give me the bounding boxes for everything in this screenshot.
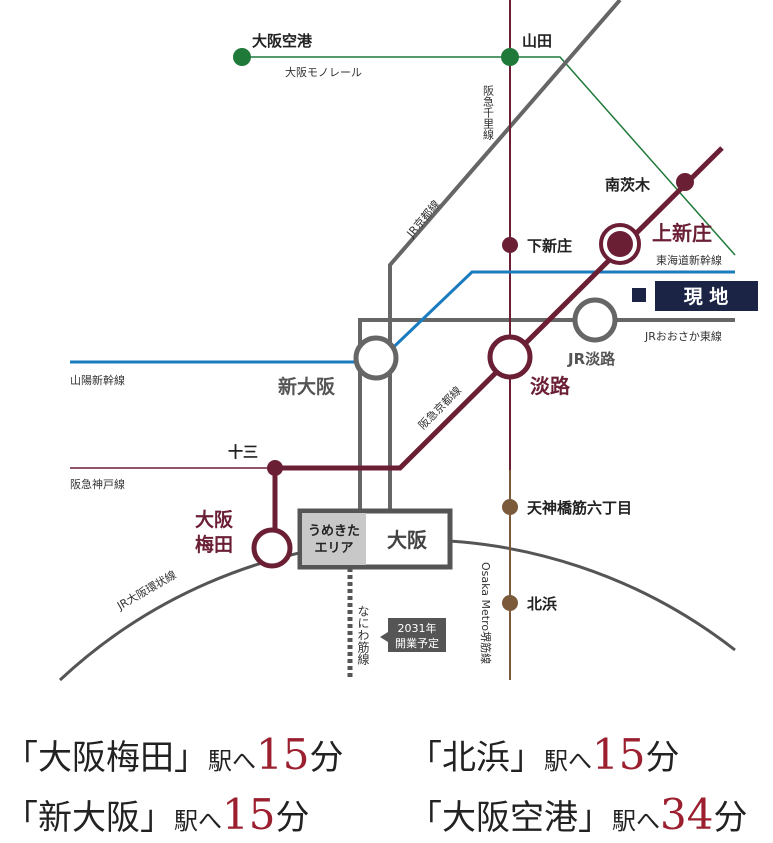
- access-shin-osaka: 「新大阪」駅へ15分: [4, 790, 310, 839]
- station-osaka-airport: 大阪空港: [252, 32, 313, 50]
- station-shin-osaka-dot[interactable]: [353, 335, 399, 381]
- tokaido-label: 東海道新幹線: [656, 253, 722, 267]
- station-jr-awaji-dot[interactable]: [572, 297, 618, 343]
- jr-kyoto-label: JR京都線: [403, 197, 443, 240]
- jr-osaka-higashi-line: [358, 318, 735, 512]
- station-minami-ibaraki-dot[interactable]: [676, 173, 694, 191]
- station-kamishinjo: 上新庄: [652, 221, 712, 245]
- station-osaka-box[interactable]: うめきた エリア 大阪: [297, 508, 453, 570]
- umekita-label-2: エリア: [314, 541, 353, 556]
- access-kitahama: 「北浜」駅へ15分: [408, 730, 680, 779]
- station-shin-osaka: 新大阪: [278, 375, 336, 398]
- naniwa-note: 2031年 開業予定: [380, 618, 446, 652]
- station-kitahama-dot[interactable]: [502, 595, 518, 611]
- station-osaka-airport-dot[interactable]: [233, 48, 251, 66]
- naniwa-label: なにわ筋線: [356, 605, 370, 665]
- jr-kyoto-line: [388, 0, 622, 512]
- station-juso: 十三: [228, 443, 258, 461]
- station-shimoshinjo: 下新庄: [527, 237, 572, 255]
- station-awaji: 淡路: [530, 374, 571, 398]
- site-marker-icon: [632, 288, 646, 302]
- route-map: JR大阪環状線 大阪モノレール JR京都線 JRおおさか東線 阪急千里線 Osa…: [58, 0, 758, 682]
- station-osaka-umeda-2: 梅田: [195, 533, 233, 556]
- svg-text:2031年: 2031年: [398, 621, 437, 635]
- osaka-higashi-label: JRおおさか東線: [644, 329, 722, 343]
- station-shimoshinjo-dot[interactable]: [502, 237, 518, 253]
- sanyo-label: 山陽新幹線: [70, 373, 125, 387]
- site-label-box: [655, 281, 758, 311]
- station-osaka-umeda-dot[interactable]: [251, 527, 293, 569]
- hankyu-kobe-label: 阪急神戸線: [70, 477, 125, 491]
- station-osaka: 大阪: [387, 528, 428, 552]
- station-awaji-dot[interactable]: [487, 334, 533, 380]
- site-label: 現 地: [684, 285, 729, 308]
- station-juso-dot[interactable]: [267, 460, 283, 476]
- monorail-line: [242, 56, 736, 256]
- loop-label: JR大阪環状線: [114, 568, 179, 614]
- station-yamada-dot[interactable]: [501, 48, 519, 66]
- station-minami-ibaraki: 南茨木: [605, 176, 651, 194]
- station-kitahama: 北浜: [527, 595, 557, 613]
- senri-label: 阪急千里線: [482, 84, 495, 140]
- station-tenjinbashi-dot[interactable]: [502, 499, 518, 515]
- svg-text:開業予定: 開業予定: [395, 636, 439, 650]
- station-tenjinbashi: 天神橋筋六丁目: [527, 499, 632, 517]
- monorail-label: 大阪モノレール: [285, 65, 362, 79]
- hankyu-kyoto-line: [272, 146, 724, 548]
- umekita-label-1: うめきた: [308, 524, 360, 539]
- access-umeda: 「大阪梅田」駅へ15分: [4, 730, 344, 779]
- station-jr-awaji: JR淡路: [567, 350, 616, 368]
- sakaisuji-label: Osaka Metro堺筋線: [479, 562, 493, 664]
- access-osaka-airport: 「大阪空港」駅へ34分: [408, 790, 748, 839]
- station-yamada: 山田: [522, 32, 552, 50]
- tokaido-shinkansen-line: [70, 270, 735, 364]
- station-osaka-umeda-1: 大阪: [195, 508, 234, 531]
- hankyu-kyoto-label: 阪急京都線: [415, 383, 464, 432]
